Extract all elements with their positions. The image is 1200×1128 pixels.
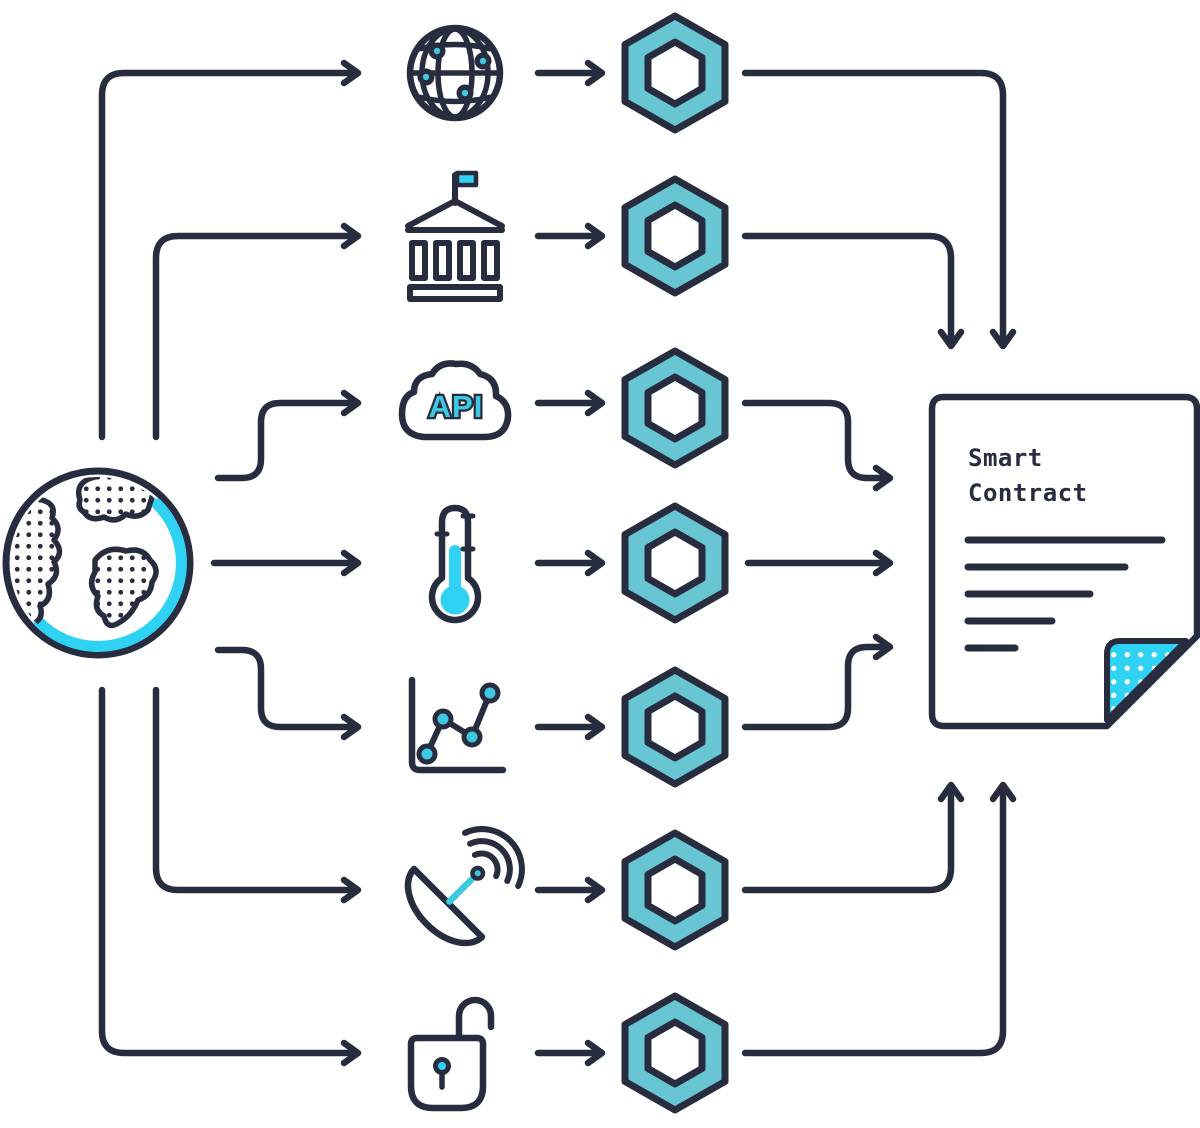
mercury-bulb <box>440 585 470 615</box>
chainlink-hexagon-6 <box>625 833 725 947</box>
column-4 <box>481 240 500 281</box>
pediment <box>405 198 505 229</box>
flag <box>454 170 479 188</box>
chainlink-hexagon-2 <box>625 179 725 293</box>
padlock-shackle <box>455 996 495 1044</box>
connector-node7-to-contract <box>741 781 1017 1057</box>
connector-source-to-api-cloud <box>214 389 362 482</box>
connector-source-to-satellite-dish <box>152 686 362 904</box>
globe-crescent <box>33 498 187 652</box>
connector-source-to-open-padlock <box>98 686 362 1067</box>
column-3 <box>457 240 476 281</box>
signal-waves <box>461 826 525 890</box>
earth-globe-icon <box>2 467 194 659</box>
mercury-stem <box>449 545 461 597</box>
open-padlock-icon <box>407 996 495 1112</box>
network-globe-icon <box>406 24 504 122</box>
base <box>407 284 503 302</box>
network-nodes <box>417 42 492 102</box>
chainlink-hexagon-1 <box>625 16 725 130</box>
chainlink-hexagon-4 <box>625 506 725 620</box>
connector-node3-to-contract <box>741 399 894 492</box>
connector-node5-to-contract <box>741 633 894 731</box>
contract-title-line1: Smart <box>968 444 1043 472</box>
connectors <box>98 59 1017 1067</box>
connector-source-to-line-chart <box>214 646 362 741</box>
thermometer-icon <box>428 504 482 624</box>
connector-node1-to-contract <box>741 69 1017 350</box>
connector-source-to-government-building <box>152 222 362 441</box>
chart-axes <box>408 676 507 774</box>
connector-node2-to-contract <box>741 232 965 350</box>
contract-title-line2: Contract <box>968 479 1088 507</box>
connector-node6-to-contract <box>741 781 965 894</box>
satellite-dish-icon <box>404 826 525 947</box>
column-1 <box>409 240 428 281</box>
line-chart-icon <box>408 676 507 774</box>
chainlink-nodes <box>625 16 725 1110</box>
continent-south <box>88 546 159 629</box>
dish-bowl <box>404 865 486 947</box>
chart-points <box>416 682 501 765</box>
government-building-icon <box>405 170 505 302</box>
dish-feed-arm <box>446 875 476 905</box>
connector-source-to-network-globe <box>98 59 362 441</box>
api-cloud-icon: API <box>398 360 512 441</box>
chainlink-hexagon-7 <box>625 996 725 1110</box>
api-label: API <box>429 389 484 424</box>
smart-contract-document: Smart Contract <box>928 393 1200 730</box>
document-text-lines <box>964 536 1166 652</box>
chart-line <box>424 691 493 756</box>
chainlink-hexagon-3 <box>625 351 725 465</box>
chainlink-hexagon-5 <box>625 670 725 784</box>
column-2 <box>433 240 452 281</box>
